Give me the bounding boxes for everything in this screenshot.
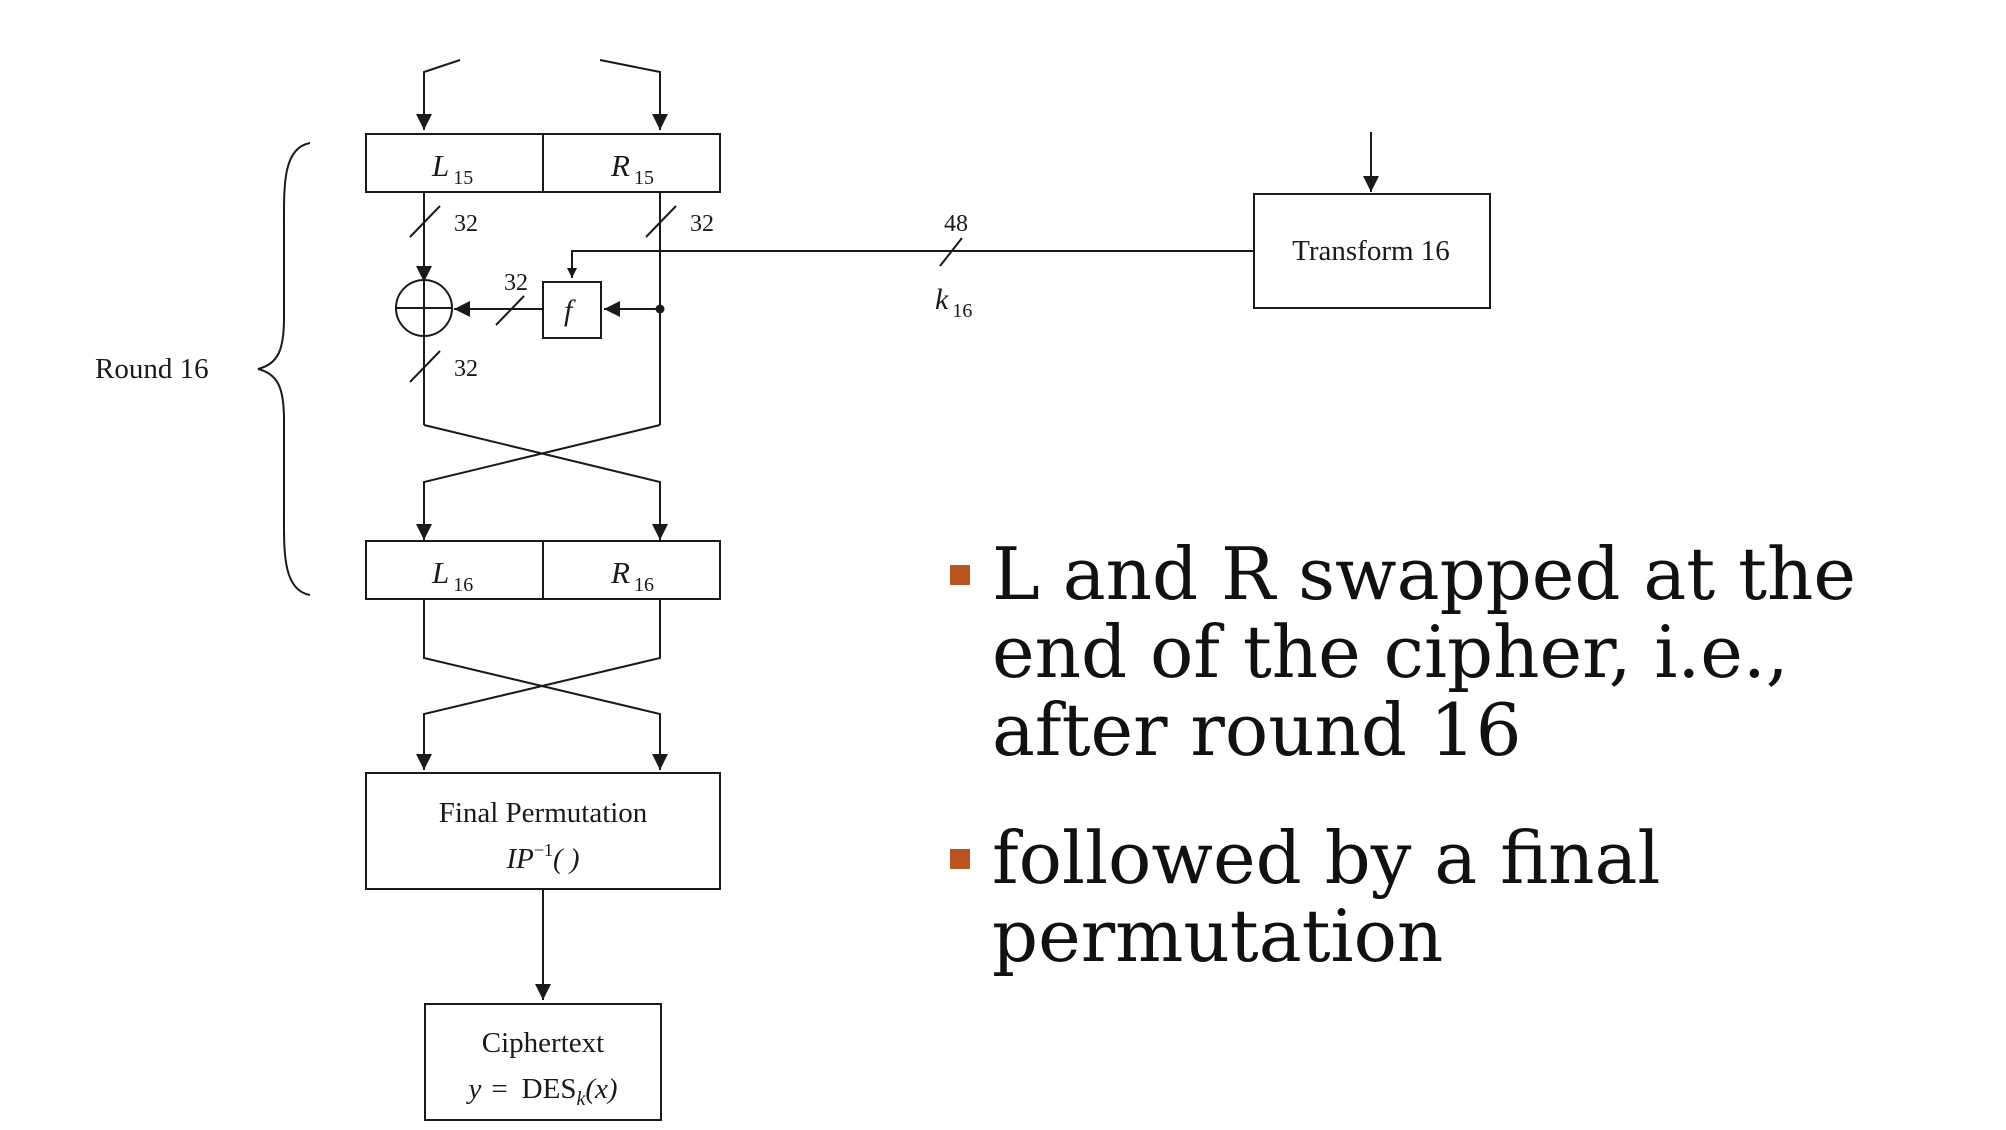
width-label-xor-out: 32 bbox=[454, 356, 478, 382]
ciphertext-label: Ciphertext bbox=[482, 1027, 604, 1059]
bullet-marker bbox=[950, 565, 970, 585]
transform-label: Transform 16 bbox=[1292, 235, 1450, 267]
final-swap-cross-a bbox=[423, 599, 668, 770]
transform-16-box bbox=[1253, 193, 1491, 309]
ip-var: IP bbox=[505, 843, 533, 875]
ip-sup: −1 bbox=[534, 840, 553, 860]
key-line bbox=[567, 250, 1254, 278]
width-label-key: 48 bbox=[944, 211, 968, 237]
r15-var: R bbox=[610, 148, 630, 183]
svg-text:R15: R15 bbox=[610, 148, 654, 189]
swap-cross-a bbox=[423, 424, 668, 540]
width-label-left: 32 bbox=[454, 211, 478, 237]
l15-sub: 15 bbox=[453, 167, 473, 189]
swap-cross-b bbox=[416, 424, 661, 540]
input-line-left bbox=[416, 59, 461, 130]
ip-parens: ( ) bbox=[553, 843, 580, 875]
final-swap-cross-b bbox=[416, 599, 661, 770]
l15-var: L bbox=[431, 148, 449, 183]
svg-text:L15: L15 bbox=[431, 148, 473, 189]
round-label: Round 16 bbox=[95, 353, 209, 385]
l16-sub: 16 bbox=[453, 574, 473, 596]
svg-text:IP−1( ): IP−1( ) bbox=[505, 840, 579, 875]
bullet-text: L and R swapped at the end of the cipher… bbox=[992, 532, 1856, 772]
bullet-list: L and R swapped at the end of the cipher… bbox=[950, 535, 1970, 1025]
svg-text:L16: L16 bbox=[431, 555, 473, 596]
r16-sub: 16 bbox=[634, 574, 654, 596]
bullet-item: L and R swapped at the end of the cipher… bbox=[950, 535, 1970, 769]
ct-k: k bbox=[576, 1088, 586, 1110]
svg-text:y=DESk(x): y = DESk(x) bbox=[465, 1073, 617, 1110]
final-permutation-box bbox=[365, 772, 721, 890]
width-label-f-out: 32 bbox=[504, 270, 528, 296]
final-permutation-label: Final Permutation bbox=[439, 797, 648, 829]
l16-var: L bbox=[431, 555, 449, 590]
r16-var: R bbox=[610, 555, 630, 590]
bullet-marker bbox=[950, 849, 970, 869]
input-line-right bbox=[599, 59, 668, 130]
svg-text:R16: R16 bbox=[610, 555, 654, 596]
ciphertext-box bbox=[424, 1003, 662, 1121]
bullet-item: followed by a final permutation bbox=[950, 819, 1970, 975]
r15-sub: 15 bbox=[634, 167, 654, 189]
bullet-text: followed by a final permutation bbox=[992, 816, 1661, 978]
ct-des: DES bbox=[522, 1073, 577, 1105]
round-brace bbox=[257, 142, 311, 596]
width-label-right: 32 bbox=[690, 211, 714, 237]
svg-text:k16: k16 bbox=[935, 283, 972, 322]
ct-eq: = bbox=[491, 1073, 507, 1105]
key-var: k bbox=[935, 283, 949, 316]
ct-y: y bbox=[465, 1073, 481, 1105]
f-label: f bbox=[564, 294, 576, 327]
key-sub: 16 bbox=[952, 300, 972, 322]
ct-arg: (x) bbox=[585, 1073, 617, 1105]
